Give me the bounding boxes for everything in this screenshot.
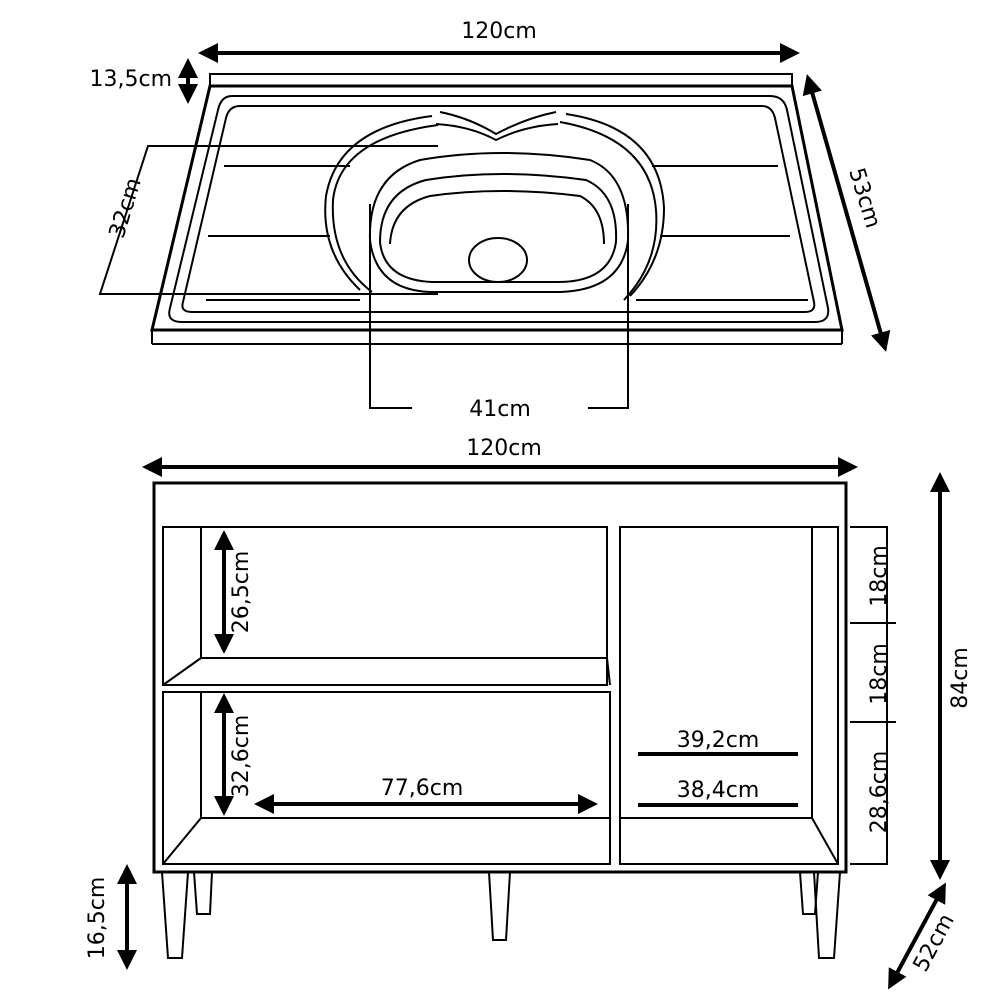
leg-front-right	[813, 871, 841, 959]
lower-niche-height-label: 32,6cm	[229, 715, 254, 798]
bowl-depth-bracket	[98, 145, 438, 295]
drawer-top-label: 18cm	[867, 545, 892, 607]
upper-niche-height-label: 26,5cm	[229, 551, 254, 634]
leg-back-right	[799, 871, 819, 915]
bowl-width-label: 41cm	[469, 397, 531, 422]
door-width-lower-label: 38,4cm	[677, 778, 760, 803]
cabinet-depth-label: 52cm	[909, 910, 960, 976]
cabinet-outline	[152, 481, 848, 874]
sink-bowl-basin	[368, 152, 630, 293]
cabinet-height-label: 84cm	[948, 647, 973, 709]
leg-front-left	[161, 871, 189, 959]
sink-width-label: 120cm	[461, 19, 537, 44]
bowl-depth-label: 32cm	[105, 175, 147, 241]
drawer-brackets	[850, 526, 896, 865]
leg-height-label: 16,5cm	[85, 877, 110, 960]
leg-middle	[488, 871, 511, 941]
door-width-upper-label: 39,2cm	[677, 728, 760, 753]
backsplash-label: 13,5cm	[89, 67, 172, 92]
drawer-mid-label: 18cm	[867, 643, 892, 705]
cabinet-width-label: 120cm	[466, 436, 542, 461]
sink-drain	[468, 237, 528, 283]
upper-niche	[162, 526, 608, 686]
sink-backsplash	[209, 73, 793, 87]
sink-bowl-outer	[331, 121, 658, 301]
right-compartment	[619, 526, 839, 865]
leg-back-left	[193, 871, 213, 915]
sink-inner-rim	[168, 95, 830, 323]
lower-niche	[162, 691, 611, 865]
cabinet-legs	[161, 871, 841, 959]
drawer-bottom-label: 28,6cm	[867, 751, 892, 834]
bowl-width-bracket-right	[588, 204, 629, 409]
cabinet-depth-arrow	[888, 882, 946, 990]
sink-depth-arrow	[802, 74, 891, 352]
cabinet-body	[152, 481, 848, 874]
bowl-width-bracket-left	[369, 204, 412, 409]
sink-top-drawing	[150, 73, 844, 345]
niche-width-label: 77,6cm	[381, 776, 464, 801]
